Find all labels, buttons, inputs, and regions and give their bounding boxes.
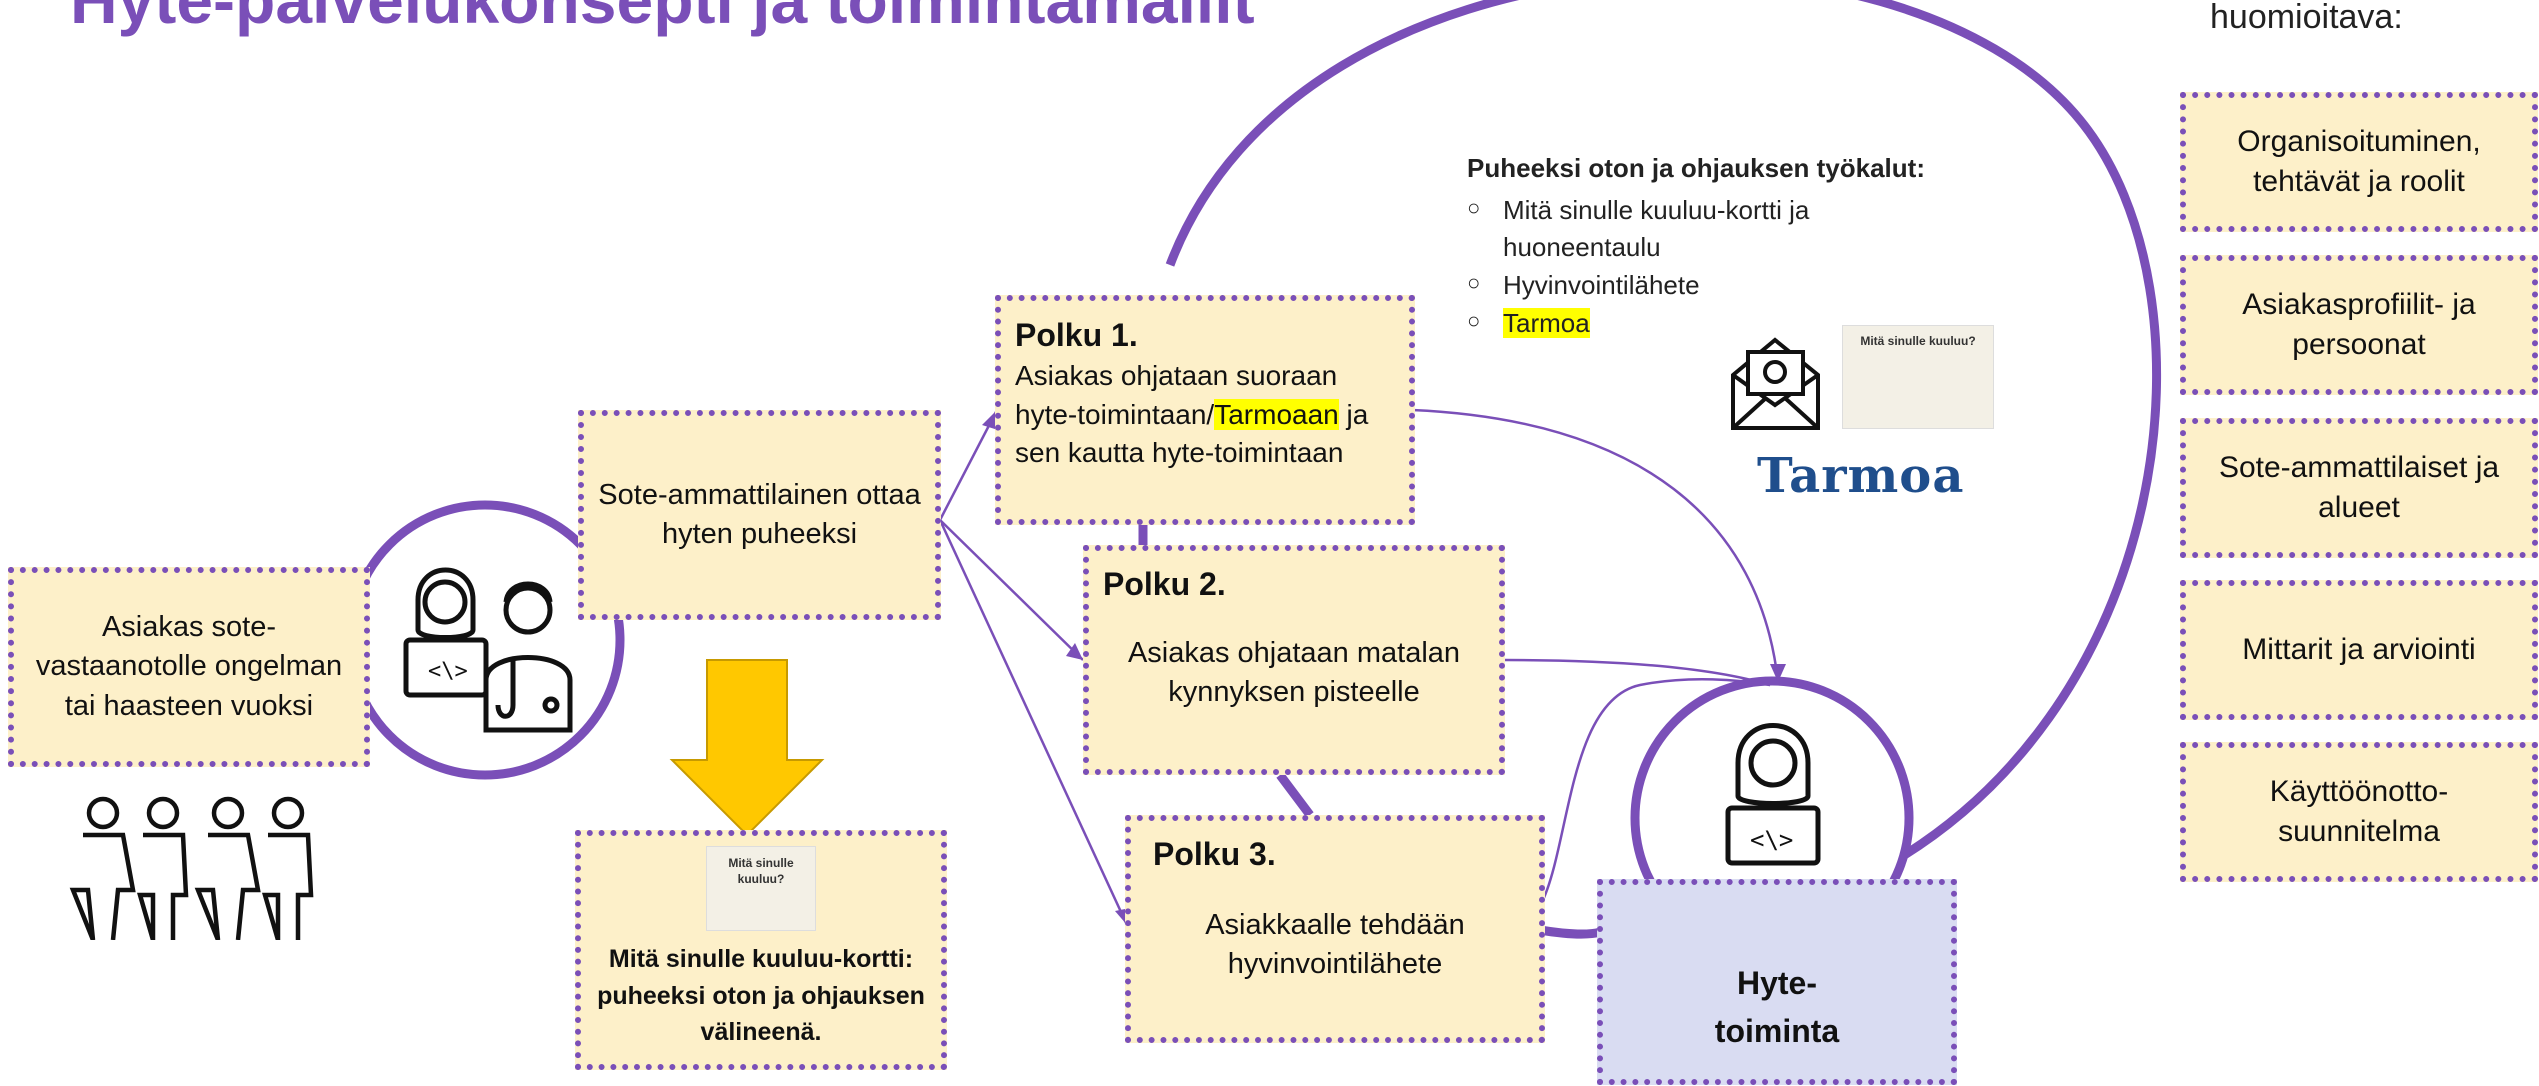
side-item: Organisoituminen, tehtävät ja roolit <box>2180 92 2538 232</box>
polku-3-box: Polku 3. Asiakkaalle tehdään hyvinvointi… <box>1125 815 1545 1043</box>
hyte-box: Hyte-toiminta <box>1597 879 1957 1085</box>
polku-1-text: Asiakas ohjataan suoraan hyte-toimintaan… <box>1015 360 1338 430</box>
tools-item: Hyvinvointilähete <box>1467 267 1937 305</box>
polku-3-heading: Polku 3. <box>1153 836 1276 872</box>
arrow-polku1-hyte <box>1411 408 1780 683</box>
tarmoa-logo: Tarmoa <box>1757 448 1965 504</box>
card-thumbnail: Mitä sinulle kuuluu? <box>706 846 816 932</box>
tools-panel: Puheeksi oton ja ohjauksen työkalut: Mit… <box>1467 150 1937 342</box>
arrow-to-polku3 <box>938 519 1129 926</box>
people-icon <box>69 796 314 940</box>
professional-box: Sote-ammattilainen ottaa hyten puheeksi <box>578 410 941 620</box>
card-thumbnail-title: Mitä sinulle kuuluu? <box>728 856 794 887</box>
polku2-polku3-link <box>1276 772 1314 818</box>
side-item: Sote-ammattilaiset ja alueet <box>2180 418 2538 558</box>
tools-heading: Puheeksi oton ja ohjauksen työkalut: <box>1467 153 1925 183</box>
polku3-hyte-link <box>1539 925 1602 939</box>
tools-card-title: Mitä sinulle kuuluu? <box>1860 334 1976 348</box>
page-title: Hyte-palvelukonsepti ja toimintamallit <box>70 0 1255 37</box>
arrow-polku2-hyte <box>1504 658 1771 687</box>
polku-1-box: Polku 1. Asiakas ohjataan suoraan hyte-t… <box>995 295 1415 525</box>
side-item-text: Sote-ammattilaiset ja alueet <box>2218 450 2500 525</box>
polku-1-highlight: Tarmoaan <box>1214 398 1339 430</box>
side-item-text: Organisoituminen, tehtävät ja roolit <box>2237 124 2481 199</box>
svg-text:<\>: <\> <box>428 659 468 684</box>
customer-box-text: Asiakas sote-vastaanotolle ongelman tai … <box>35 611 343 722</box>
side-item-text: Käyttöönotto-suunnitelma <box>2269 774 2449 849</box>
tools-item: Tarmoa <box>1467 305 1937 343</box>
side-item-text: Asiakasprofiilit- ja persoonat <box>2242 287 2476 362</box>
arrow-to-polku1 <box>938 409 999 521</box>
polku-1-text-after: ja sen kautta hyte-toimintaan <box>1015 398 1369 469</box>
card-caption: Mitä sinulle kuuluu-kortti: puheeksi oto… <box>597 945 925 1046</box>
polku-2-box: Polku 2. Asiakas ohjataan matalan kynnyk… <box>1083 545 1505 775</box>
polku-1-heading: Polku 1. <box>1015 317 1138 353</box>
polku-3-text: Asiakkaalle tehdään hyvinvointilähete <box>1205 909 1465 981</box>
arrow-to-polku2 <box>939 519 1084 661</box>
tools-item-highlight: Tarmoa <box>1503 307 1590 338</box>
customer-box: Asiakas sote-vastaanotolle ongelman tai … <box>8 567 370 767</box>
considered-label: huomioitava: <box>2210 0 2403 36</box>
side-item: Asiakasprofiilit- ja persoonat <box>2180 255 2538 395</box>
hyte-box-text: Hyte-toiminta <box>1714 965 1840 1049</box>
polku-2-heading: Polku 2. <box>1103 566 1226 602</box>
tools-card-thumbnail: Mitä sinulle kuuluu? <box>1842 325 1994 429</box>
worker-icon: <\> <box>1725 723 1821 866</box>
tools-list: Mitä sinulle kuuluu-kortti ja huoneentau… <box>1467 192 1937 343</box>
tools-item: Mitä sinulle kuuluu-kortti ja huoneentau… <box>1467 192 1937 267</box>
mail-icon <box>1731 337 1820 430</box>
side-item: Käyttöönotto-suunnitelma <box>2180 742 2538 882</box>
svg-text:<\>: <\> <box>1750 826 1793 854</box>
professionals-icon: <\> <box>403 567 573 733</box>
large-circle-arc <box>1165 0 2162 885</box>
professional-box-text: Sote-ammattilainen ottaa hyten puheeksi <box>598 478 921 550</box>
side-item: Mittarit ja arviointi <box>2180 580 2538 720</box>
side-item-text: Mittarit ja arviointi <box>2242 632 2476 666</box>
polku-2-text: Asiakas ohjataan matalan kynnyksen piste… <box>1127 637 1461 709</box>
arrow-polku3-hyte <box>1541 677 1771 901</box>
arrow-down-icon <box>669 659 825 837</box>
card-box: Mitä sinulle kuuluu? Mitä sinulle kuuluu… <box>575 830 947 1070</box>
